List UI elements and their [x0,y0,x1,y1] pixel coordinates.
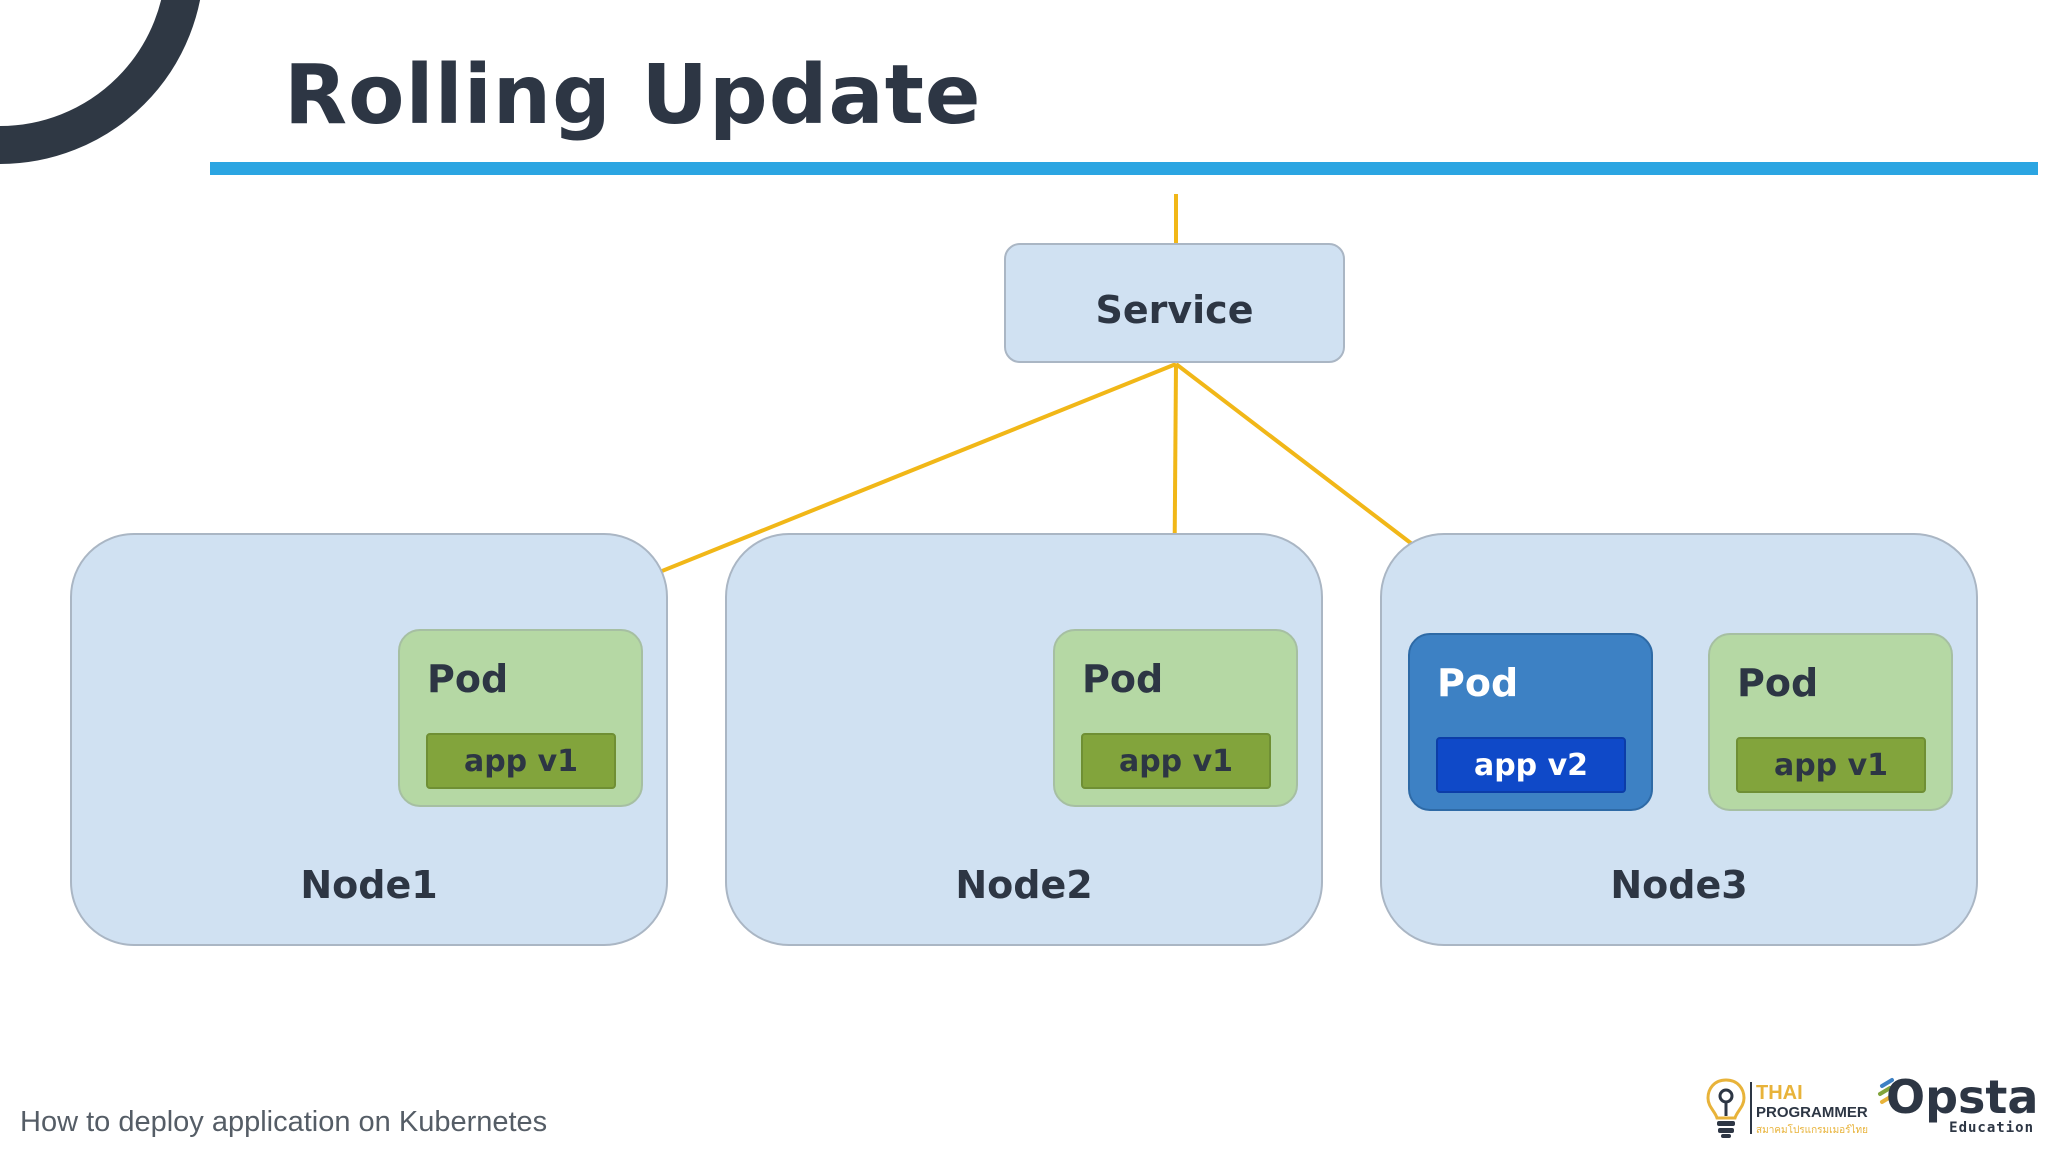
app-badge-v1: app v1 [1081,733,1271,789]
opsta-logo: Opsta Education [1876,1070,2039,1142]
pod-label: Pod [1737,661,1819,705]
opsta-mark-icon [1878,1078,1894,1104]
node-label: Node3 [1610,863,1748,907]
service-label: Service [1095,288,1254,332]
pod-node3-v1: Pod app v1 [1708,633,1953,811]
opsta-subtitle: Education [1949,1120,2034,1136]
slide-title: Rolling Update [284,48,982,143]
footer-caption: How to deploy application on Kubernetes [20,1106,548,1138]
app-badge-v1: app v1 [1736,737,1926,793]
opsta-wordmark: Opsta [1886,1070,2039,1124]
node-1: Pod app v1 Node1 [70,533,668,946]
logo-text-programmer: PROGRAMMER [1756,1104,1868,1121]
corner-arc-decoration [0,0,200,164]
title-underline [210,162,2038,175]
node-2: Pod app v1 Node2 [725,533,1323,946]
service-box: Service [1004,243,1345,363]
pod-node3-v2: Pod app v2 [1408,633,1653,811]
pod-label: Pod [1437,661,1519,705]
logo-text-association: สมาคมโปรแกรมเมอร์ไทย [1756,1125,1869,1136]
logo-text-thai: THAI [1756,1082,1803,1104]
pod-label: Pod [1082,657,1164,701]
pod-node2: Pod app v1 [1053,629,1298,807]
pod-label: Pod [427,657,509,701]
node-label: Node1 [300,863,438,907]
node-label: Node2 [955,863,1093,907]
lightbulb-icon [1706,1078,1746,1138]
app-badge-v1: app v1 [426,733,616,789]
logo-divider [1750,1082,1752,1134]
node-3: Pod app v2 Pod app v1 Node3 [1380,533,1978,946]
app-badge-v2: app v2 [1436,737,1626,793]
pod-node1: Pod app v1 [398,629,643,807]
thai-programmer-logo: THAI PROGRAMMER สมาคมโปรแกรมเมอร์ไทย [1704,1076,1872,1140]
